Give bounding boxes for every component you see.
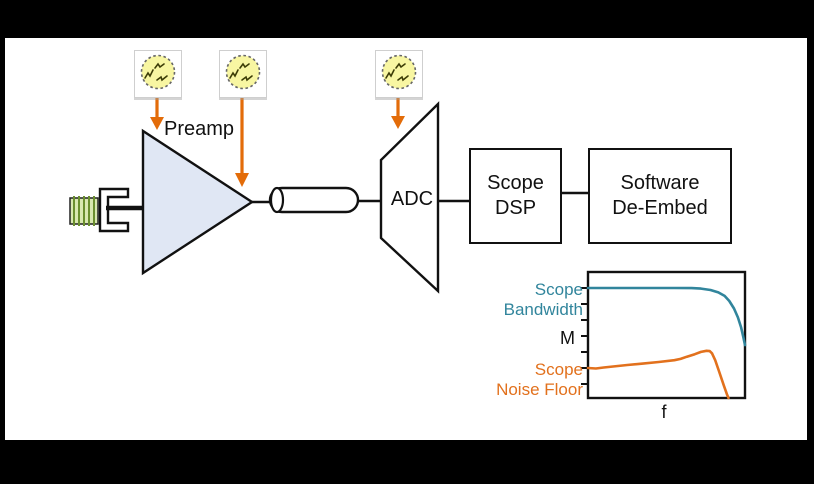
noise-arrow-1	[150, 96, 164, 130]
noise-waveform-icon	[140, 54, 176, 90]
scope-dsp-box-label: Scope DSP	[487, 172, 544, 219]
adc-label: ADC	[390, 188, 434, 210]
coax-cable-icon	[268, 186, 360, 214]
scope-dsp-box: Scope DSP	[469, 148, 562, 244]
scope-noise-floor-label: Scope Noise Floor	[496, 360, 583, 399]
preamp-label: Preamp	[164, 118, 235, 140]
adc-trapezoid	[379, 101, 440, 294]
noise-arrow-3	[391, 96, 405, 129]
magnitude-axis-label: M	[560, 328, 575, 348]
preamp-triangle	[141, 128, 255, 276]
noise-source-icon-2	[219, 50, 267, 98]
noise-waveform-icon	[381, 54, 417, 90]
noise-source-icon-3	[375, 50, 423, 98]
noise-source-icon-1	[134, 50, 182, 98]
scope-bandwidth-label: Scope Bandwidth	[503, 280, 583, 319]
noise-arrow-2	[235, 96, 249, 187]
software-deembed-box-label: Software De-Embed	[612, 172, 708, 219]
software-deembed-box: Software De-Embed	[588, 148, 732, 244]
noise-waveform-icon	[225, 54, 261, 90]
scope-noise-floor-curve	[586, 349, 730, 400]
scope-bandwidth-curve	[586, 286, 747, 347]
sma-connector-icon	[69, 187, 143, 233]
bandwidth-noise-chart	[581, 270, 747, 400]
frequency-axis-label: f	[661, 402, 667, 422]
